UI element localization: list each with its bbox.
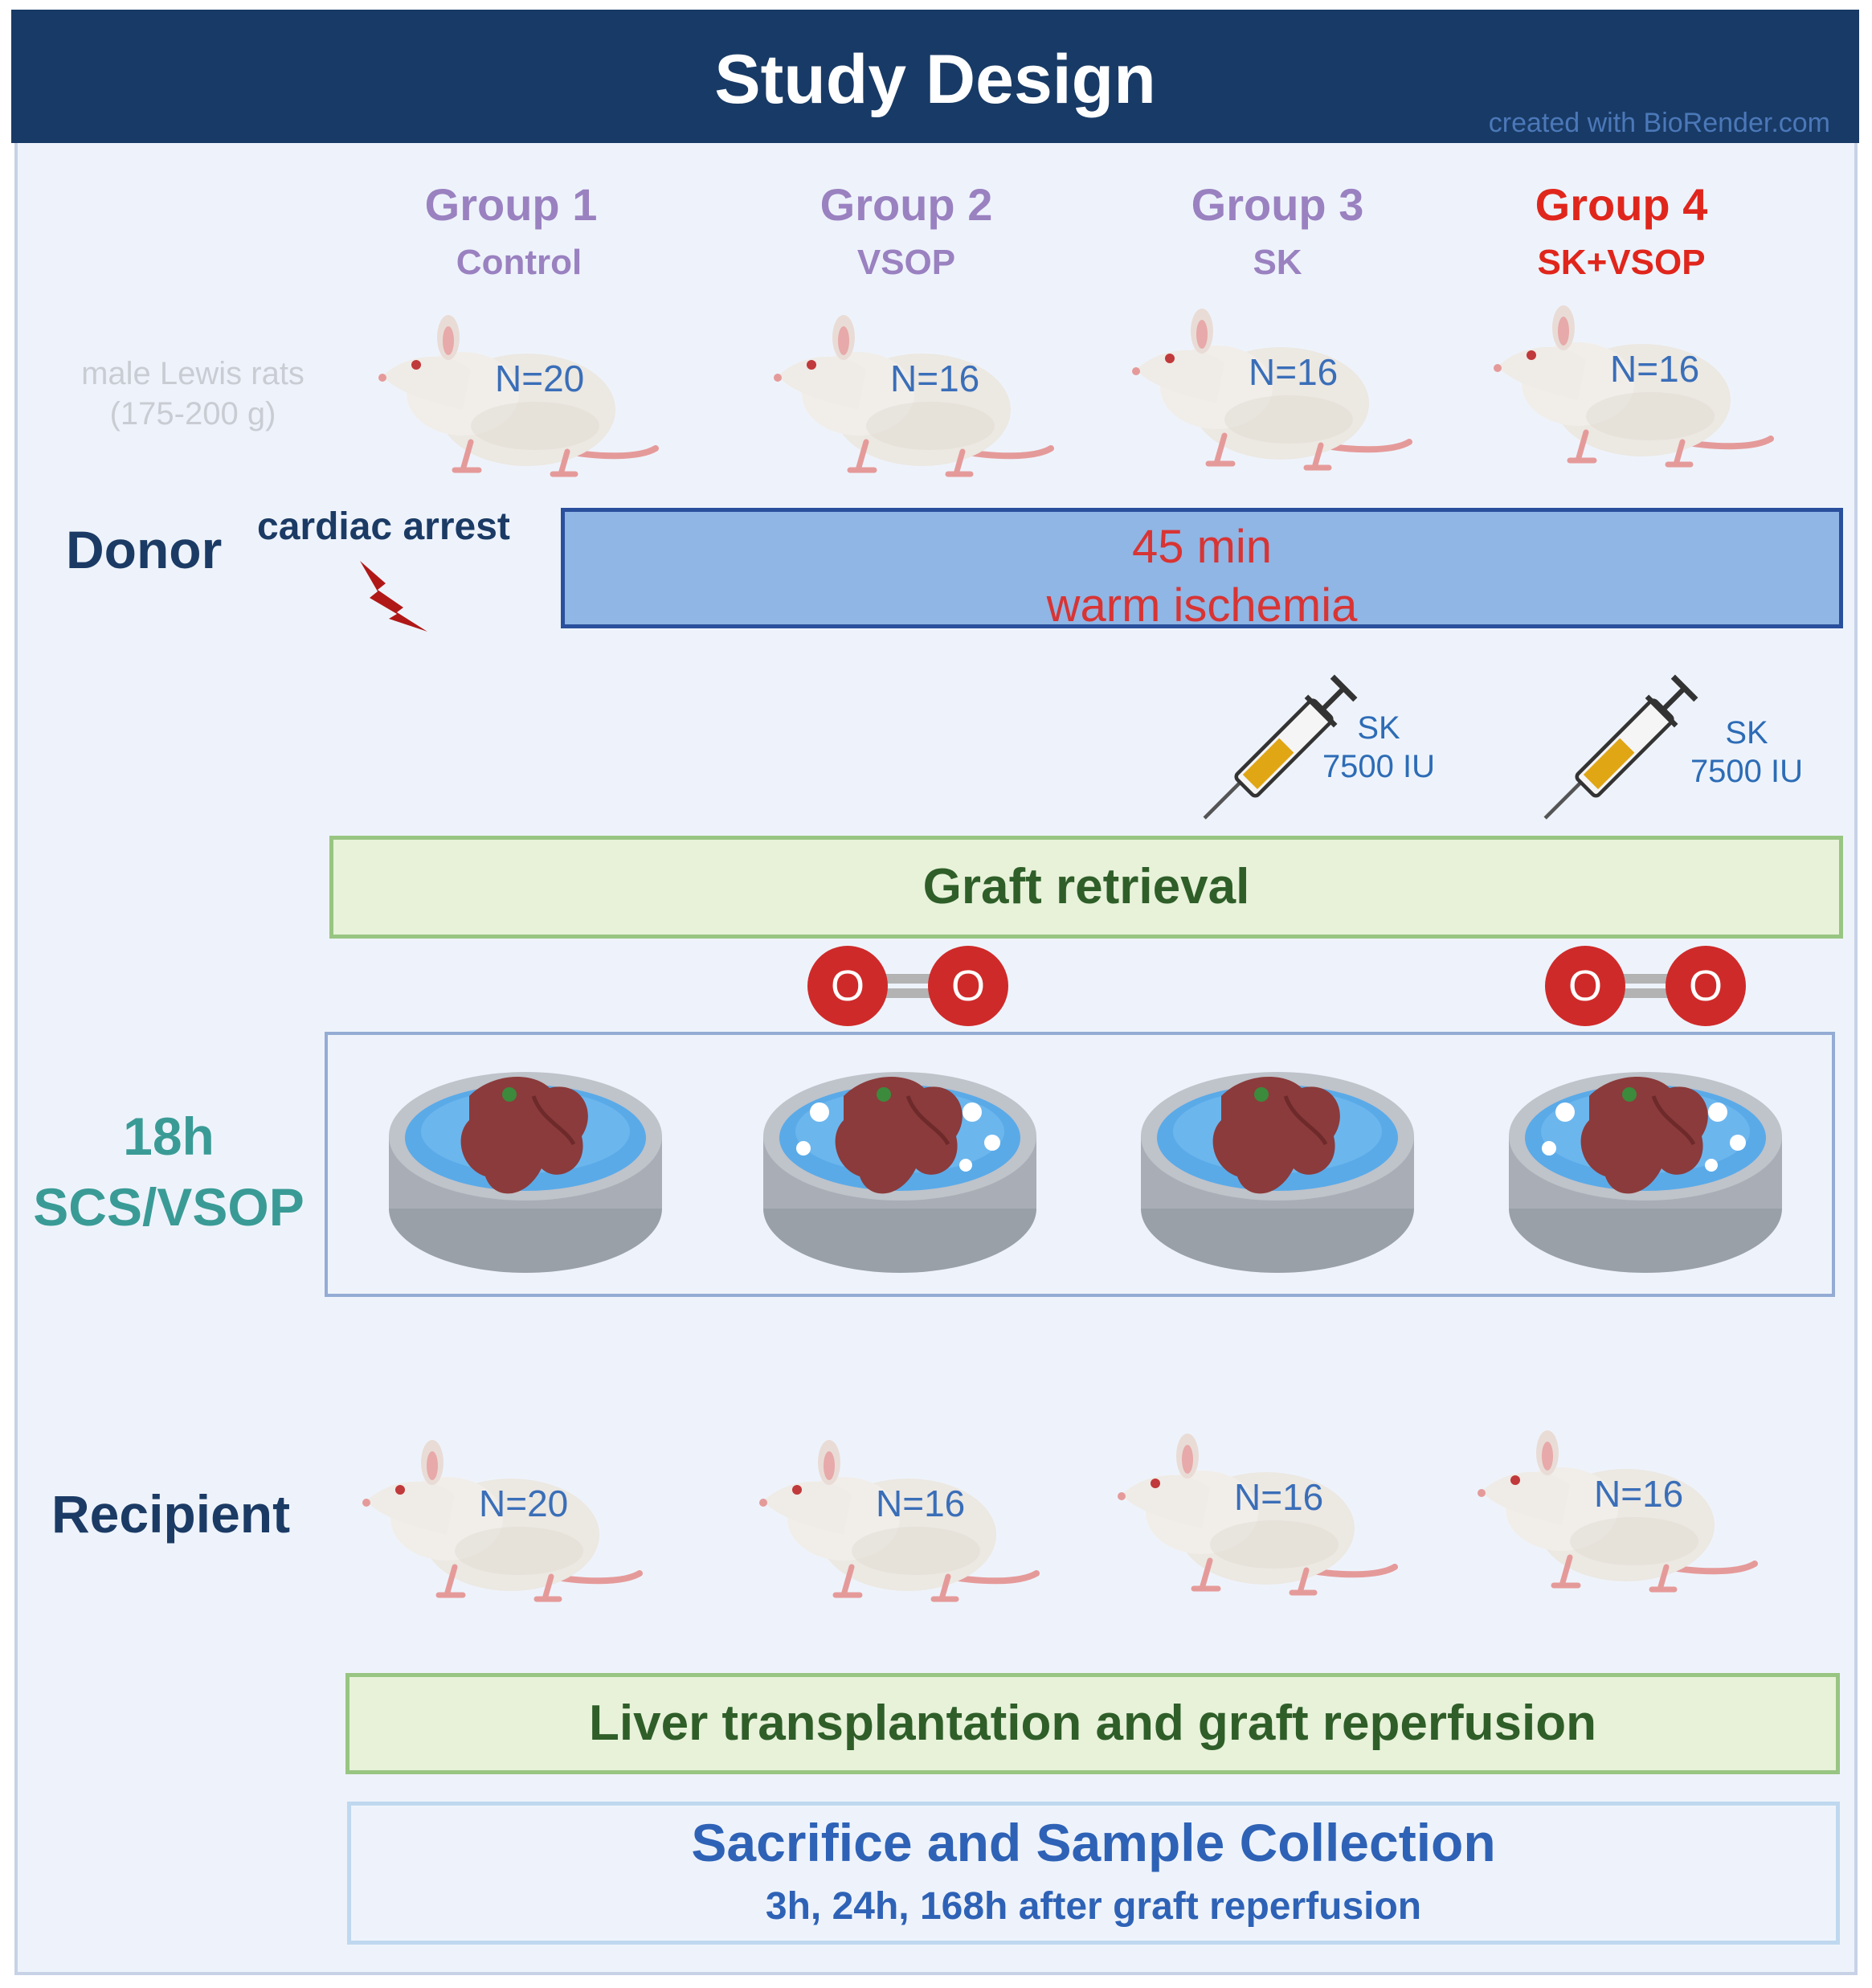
group-3-title: Group 3	[1191, 179, 1364, 230]
donor-rat-group-3: N=16	[1128, 299, 1417, 484]
donor-n-group-4: N=16	[1610, 348, 1700, 390]
group-1-title: Group 1	[424, 179, 598, 230]
group-4-title: Group 4	[1535, 179, 1708, 230]
liver-dish-icon	[1133, 1048, 1422, 1289]
transplantation-box: Liver transplantation and graft reperfus…	[345, 1673, 1840, 1774]
recipient-rat-group-4: N=16	[1473, 1421, 1763, 1606]
storage-method: SCS/VSOP	[33, 1177, 305, 1237]
sample-collection-times: 3h, 24h, 168h after graft reperfusion	[765, 1885, 1422, 1928]
liver-dish-oxygenated-icon	[1501, 1048, 1790, 1289]
oxygen-molecule-group-2: O O	[803, 942, 1012, 1030]
liver-dish-oxygenated-icon	[755, 1048, 1044, 1289]
group-3-subtitle: SK	[1253, 243, 1302, 282]
recipient-rat-group-2: N=16	[755, 1430, 1044, 1615]
animal-description: male Lewis rats (175-200 g)	[56, 354, 329, 434]
animal-strain: male Lewis rats	[81, 356, 305, 391]
graft-retrieval-box: Graft retrieval	[329, 836, 1843, 939]
sample-collection-title: Sacrifice and Sample Collection	[691, 1813, 1496, 1872]
oxygen-atom-label: O	[950, 962, 985, 1010]
donor-rat-group-2: N=16	[770, 305, 1059, 490]
donor-rat-group-4: N=16	[1490, 296, 1779, 481]
title-banner: Study Design created with BioRender.com	[11, 10, 1859, 143]
group-1-subtitle: Control	[456, 243, 582, 282]
donor-label: Donor	[66, 520, 223, 579]
recipient-rat-group-1: N=20	[358, 1430, 648, 1615]
oxygen-molecule-group-4: O O	[1541, 942, 1750, 1030]
group-4-subtitle: SK+VSOP	[1537, 243, 1706, 282]
storage-box	[325, 1032, 1835, 1297]
recipient-n-group-1: N=20	[479, 1483, 569, 1524]
storage-label: 18h SCS/VSOP	[24, 1101, 313, 1242]
figure-title: Study Design	[714, 41, 1156, 118]
lightning-icon	[360, 561, 427, 632]
ischemia-type: warm ischemia	[1046, 579, 1358, 632]
donor-n-group-2: N=16	[890, 358, 980, 399]
recipient-rat-group-3: N=16	[1114, 1424, 1403, 1609]
oxygen-atom-label: O	[1567, 962, 1602, 1010]
sk-drug-label: SK	[1725, 715, 1768, 751]
group-2-subtitle: VSOP	[856, 243, 956, 282]
warm-ischemia-bar: 45 min warm ischemia	[561, 508, 1843, 632]
oxygen-atom-label: O	[1688, 962, 1723, 1010]
recipient-n-group-2: N=16	[876, 1483, 966, 1524]
recipient-n-group-4: N=16	[1594, 1473, 1684, 1515]
donor-n-group-1: N=20	[495, 358, 585, 399]
credit-text: created with BioRender.com	[1488, 108, 1830, 138]
sk-drug-label: SK	[1357, 710, 1400, 746]
sk-dose-group-4: SK 7500 IU	[1666, 714, 1827, 791]
sample-collection-box: Sacrifice and Sample Collection 3h, 24h,…	[347, 1802, 1840, 1945]
liver-dish-icon	[381, 1048, 670, 1289]
group-2-title: Group 2	[820, 179, 993, 230]
donor-rat-group-1: N=20	[374, 305, 664, 490]
sk-dose-group-3: SK 7500 IU	[1298, 709, 1459, 786]
donor-n-group-3: N=16	[1249, 351, 1339, 393]
cardiac-arrest-label: cardiac arrest	[257, 505, 510, 548]
recipient-n-group-3: N=16	[1234, 1476, 1324, 1518]
recipient-label: Recipient	[51, 1484, 291, 1544]
sk-dose-label: 7500 IU	[1690, 754, 1804, 789]
animal-weight: (175-200 g)	[109, 396, 276, 432]
oxygen-atom-label: O	[830, 962, 864, 1010]
storage-duration: 18h	[123, 1106, 215, 1166]
sk-dose-label: 7500 IU	[1322, 749, 1436, 784]
ischemia-duration: 45 min	[1131, 521, 1273, 573]
